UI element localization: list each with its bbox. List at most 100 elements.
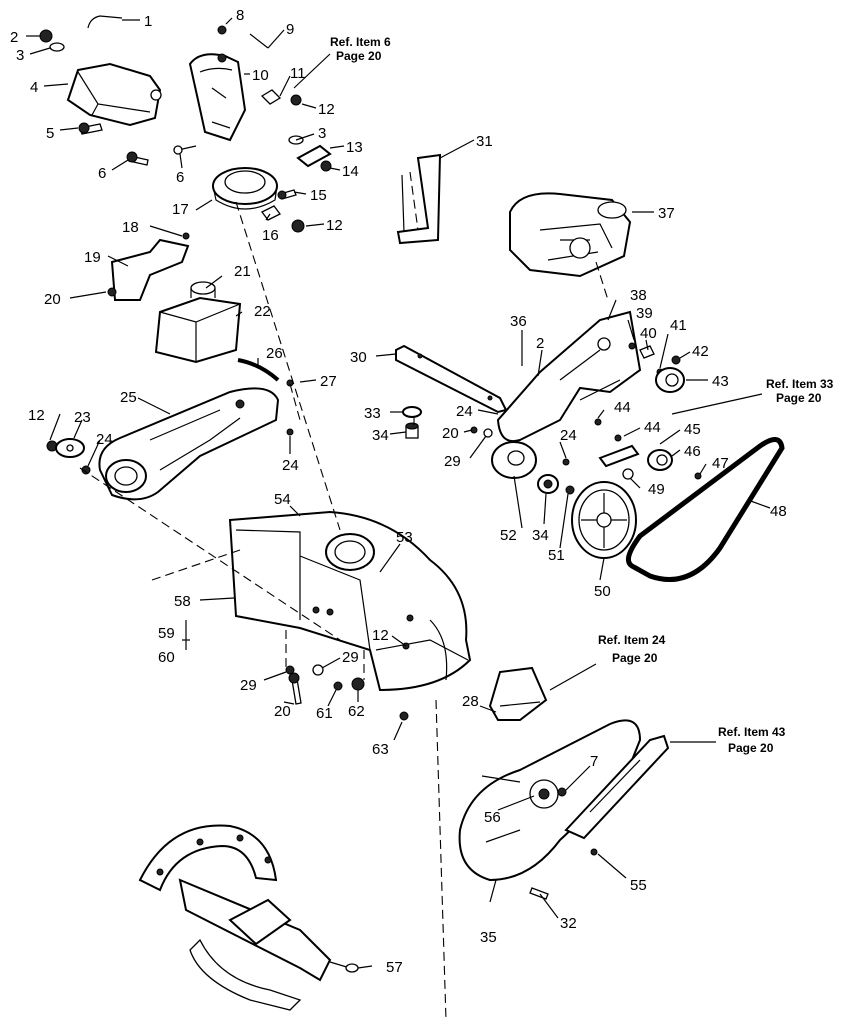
callout-4: 4 xyxy=(30,79,38,96)
callout-31: 31 xyxy=(476,133,493,150)
callout-56: 56 xyxy=(484,809,501,826)
part-32-screw xyxy=(529,887,549,900)
callout-8: 8 xyxy=(236,7,244,24)
ref-item-24: Ref. Item 24 Page 20 xyxy=(598,633,666,665)
callout-39: 39 xyxy=(636,305,653,322)
part-26-cable xyxy=(237,358,280,382)
callout-63: 63 xyxy=(372,741,389,758)
part-45-arm xyxy=(598,444,640,468)
part-10-chute-cover xyxy=(188,53,247,142)
part-7-bolt xyxy=(557,787,567,797)
callout-37: 37 xyxy=(658,205,675,222)
part-38-mount-bracket xyxy=(496,310,642,442)
part-61-nut xyxy=(333,681,343,691)
callout-53: 53 xyxy=(396,529,413,546)
callout-48: 48 xyxy=(770,503,787,520)
ref-item-33-line2: Page 20 xyxy=(776,391,822,405)
part-9-pin xyxy=(249,33,269,49)
callout-50: 50 xyxy=(594,583,611,600)
part-25-housing xyxy=(98,387,280,501)
callout-3: 3 xyxy=(16,47,24,64)
part-30-rail xyxy=(395,344,508,414)
part-24-bolt-b xyxy=(286,428,294,436)
callout-11: 11 xyxy=(290,65,306,82)
callout-59: 59 xyxy=(158,625,175,642)
callout-47: 47 xyxy=(712,455,729,472)
ref-item-6-line2: Page 20 xyxy=(336,49,382,63)
callout-40: 40 xyxy=(640,325,657,342)
part-13-bracket xyxy=(296,144,332,168)
part-44-bolt-a xyxy=(594,418,602,426)
part-28-shield xyxy=(488,666,548,721)
callout-1: 1 xyxy=(144,13,152,30)
ref-item-6: Ref. Item 6 Page 20 xyxy=(330,35,391,63)
callout-24: 24 xyxy=(456,403,473,420)
part-57-auger xyxy=(138,824,359,1011)
callout-29: 29 xyxy=(240,677,257,694)
ref-item-43: Ref. Item 43 Page 20 xyxy=(718,725,786,755)
part-42-nut xyxy=(671,355,681,365)
callout-49: 49 xyxy=(648,481,665,498)
callout-12: 12 xyxy=(318,101,335,118)
ref-item-33: Ref. Item 33 Page 20 xyxy=(766,377,834,405)
callout-2: 2 xyxy=(536,335,544,352)
part-63-screw xyxy=(399,711,409,721)
callout-27: 27 xyxy=(320,373,337,390)
callout-12: 12 xyxy=(326,217,343,234)
callout-24: 24 xyxy=(282,457,299,474)
part-17-chute-ring xyxy=(212,167,278,210)
leader-lines xyxy=(26,17,771,969)
part-12-nut-b xyxy=(291,219,305,233)
part-39-bolt xyxy=(628,342,636,350)
part-14-nut xyxy=(320,160,332,172)
ref-item-43-line1: Ref. Item 43 xyxy=(718,725,786,739)
part-20-bolt-c xyxy=(288,672,302,705)
callout-17: 17 xyxy=(172,201,189,218)
part-47-bolt xyxy=(694,472,702,480)
callout-9: 9 xyxy=(286,21,294,38)
part-29-washer-c xyxy=(312,664,324,676)
part-33-washer xyxy=(402,406,422,418)
callout-12: 12 xyxy=(28,407,45,424)
callout-19: 19 xyxy=(84,249,101,266)
callout-6: 6 xyxy=(176,169,184,186)
callout-42: 42 xyxy=(692,343,709,360)
part-48-belt xyxy=(625,437,785,582)
callout-32: 32 xyxy=(560,915,577,932)
callout-44: 44 xyxy=(614,399,631,416)
reference-notes: Ref. Item 6 Page 20 Ref. Item 33 Page 20… xyxy=(330,35,834,755)
part-29-washer-b xyxy=(285,665,295,675)
callout-41: 41 xyxy=(670,317,687,334)
callout-labels: 1 2 3 4 5 6 6 8 9 10 11 12 3 13 14 15 17… xyxy=(10,7,787,976)
callout-28: 28 xyxy=(462,693,479,710)
callout-20: 20 xyxy=(442,425,459,442)
part-12-nut-a xyxy=(290,94,302,106)
part-29-washer-a xyxy=(483,428,493,438)
ref-item-6-line1: Ref. Item 6 xyxy=(330,35,391,49)
callout-21: 21 xyxy=(234,263,251,280)
callout-33: 33 xyxy=(364,405,381,422)
callout-2: 2 xyxy=(10,29,18,46)
callout-61: 61 xyxy=(316,705,333,722)
part-16-clip xyxy=(261,205,281,221)
callout-57: 57 xyxy=(386,959,403,976)
part-49-spacer xyxy=(622,468,634,480)
callout-6: 6 xyxy=(98,165,106,182)
callout-43: 43 xyxy=(712,373,729,390)
callout-25: 25 xyxy=(120,389,137,406)
ref-item-24-line2: Page 20 xyxy=(612,651,658,665)
callout-62: 62 xyxy=(348,703,365,720)
part-31-bracket xyxy=(396,153,442,245)
callout-20: 20 xyxy=(44,291,61,308)
part-2-nut xyxy=(39,29,53,43)
callout-29: 29 xyxy=(444,453,461,470)
part-1-handle xyxy=(87,15,123,29)
callout-18: 18 xyxy=(122,219,139,236)
part-11-clip xyxy=(260,89,282,105)
part-3-washer xyxy=(49,42,65,52)
callout-60: 60 xyxy=(158,649,175,666)
callout-44: 44 xyxy=(644,419,661,436)
ref-item-24-line1: Ref. Item 24 xyxy=(598,633,666,647)
callout-5: 5 xyxy=(46,125,54,142)
